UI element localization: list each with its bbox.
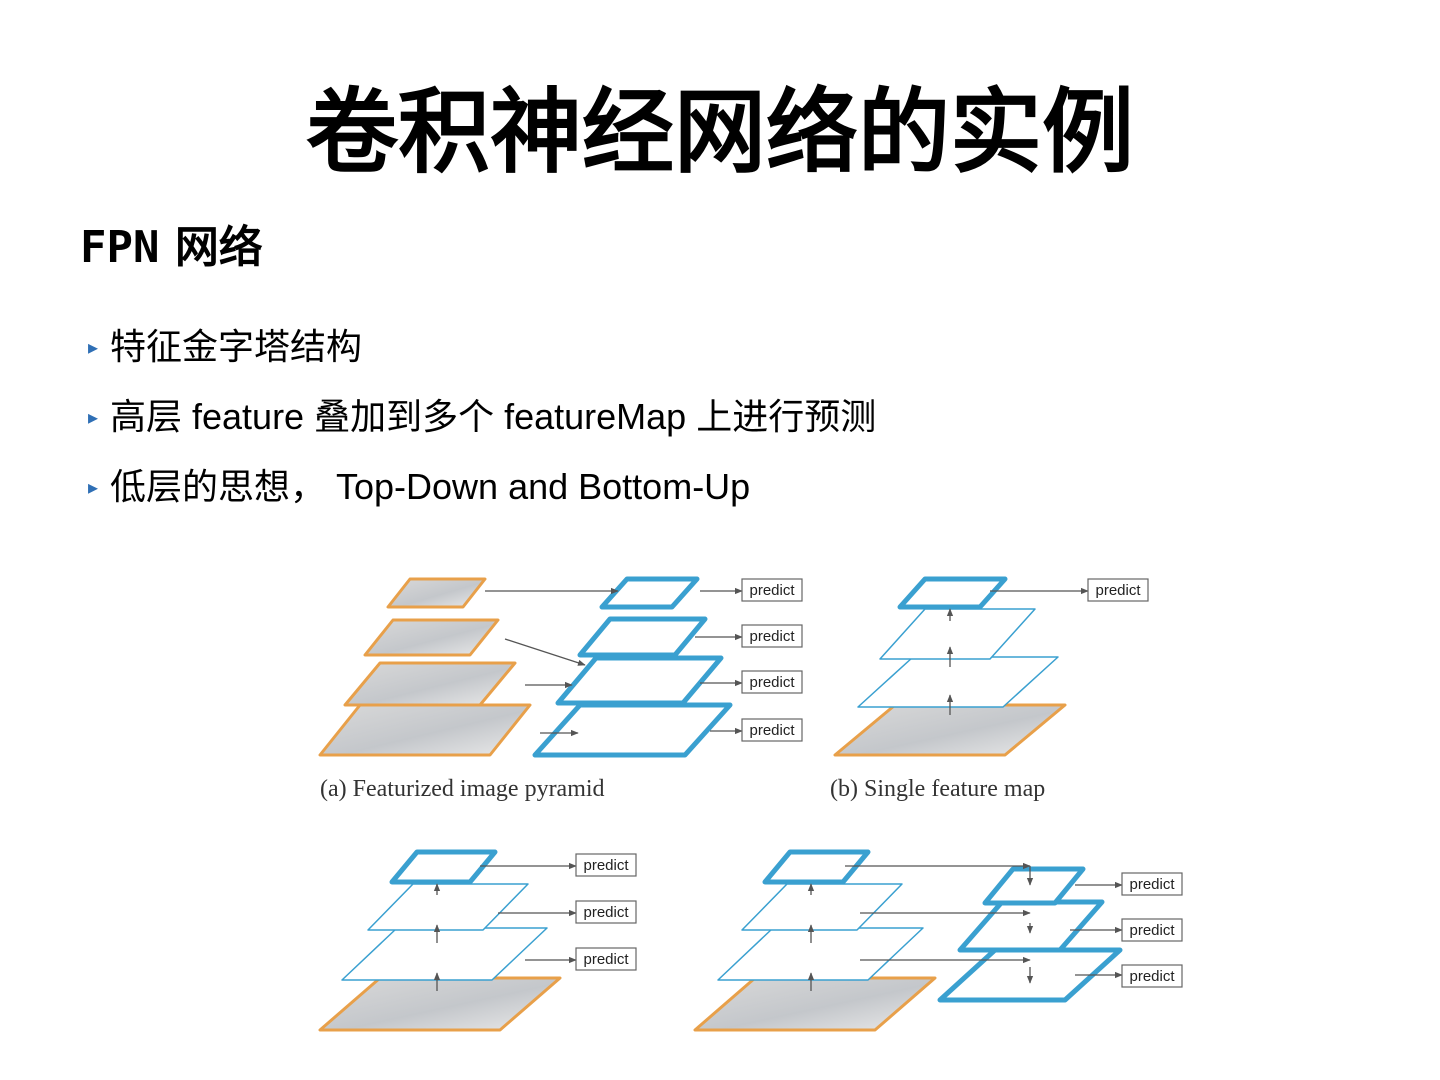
bullet-text: 高层 feature 叠加到多个 featureMap 上进行预测 bbox=[110, 389, 876, 445]
feature-map bbox=[765, 852, 868, 882]
predict-label: predict bbox=[749, 582, 795, 599]
predict-label: predict bbox=[749, 628, 795, 645]
fpn-diagram: predict predict predict predict predict predi… bbox=[300, 555, 1200, 1055]
predict-label: predict bbox=[1129, 876, 1175, 893]
image-layer bbox=[320, 978, 560, 1030]
caption-b: (b) Single feature map bbox=[830, 776, 1045, 802]
predict-label: predict bbox=[1129, 922, 1175, 939]
arrow bbox=[505, 639, 585, 665]
bullet-marker-icon: ▸ bbox=[88, 459, 110, 515]
bullet-item: ▸ 特征金字塔结构 bbox=[88, 312, 876, 382]
section-title: FPN 网络 bbox=[80, 220, 263, 276]
predict-label: predict bbox=[1129, 968, 1175, 985]
predict-label: predict bbox=[583, 951, 629, 968]
feature-map bbox=[368, 884, 528, 930]
bullet-text: 特征金字塔结构 bbox=[110, 319, 362, 375]
bullet-item: ▸ 高层 feature 叠加到多个 featureMap 上进行预测 bbox=[88, 382, 876, 452]
feature-map bbox=[880, 609, 1035, 659]
bullet-list: ▸ 特征金字塔结构 ▸ 高层 feature 叠加到多个 featureMap … bbox=[88, 312, 876, 522]
caption-a: (a) Featurized image pyramid bbox=[320, 776, 605, 802]
feature-map bbox=[580, 619, 705, 655]
predict-label: predict bbox=[583, 904, 629, 921]
image-layer bbox=[345, 663, 515, 705]
bullet-marker-icon: ▸ bbox=[88, 319, 110, 375]
bullet-text: 低层的思想， Top-Down and Bottom-Up bbox=[110, 459, 750, 515]
feature-map bbox=[602, 579, 697, 607]
slide-title: 卷积神经网络的实例 bbox=[0, 78, 1440, 188]
feature-map bbox=[392, 852, 495, 882]
image-layer bbox=[388, 579, 485, 607]
bullet-marker-icon: ▸ bbox=[88, 389, 110, 445]
feature-map bbox=[342, 928, 547, 980]
feature-map bbox=[985, 869, 1083, 903]
section-title-latin: FPN bbox=[80, 222, 159, 273]
section-title-cjk: 网络 bbox=[175, 222, 263, 273]
predict-label: predict bbox=[749, 722, 795, 739]
feature-map bbox=[535, 705, 730, 755]
feature-map bbox=[960, 902, 1102, 950]
feature-map bbox=[718, 928, 923, 980]
feature-map bbox=[900, 579, 1005, 607]
image-layer bbox=[365, 620, 498, 655]
fpn-figure: predict predict predict predict predict predi… bbox=[300, 555, 1200, 1055]
image-layer bbox=[320, 705, 530, 755]
bullet-item: ▸ 低层的思想， Top-Down and Bottom-Up bbox=[88, 452, 876, 522]
predict-label: predict bbox=[1095, 582, 1141, 599]
image-layer bbox=[695, 978, 935, 1030]
predict-label: predict bbox=[749, 674, 795, 691]
predict-label: predict bbox=[583, 857, 629, 874]
feature-map bbox=[742, 884, 902, 930]
feature-map bbox=[858, 657, 1058, 707]
